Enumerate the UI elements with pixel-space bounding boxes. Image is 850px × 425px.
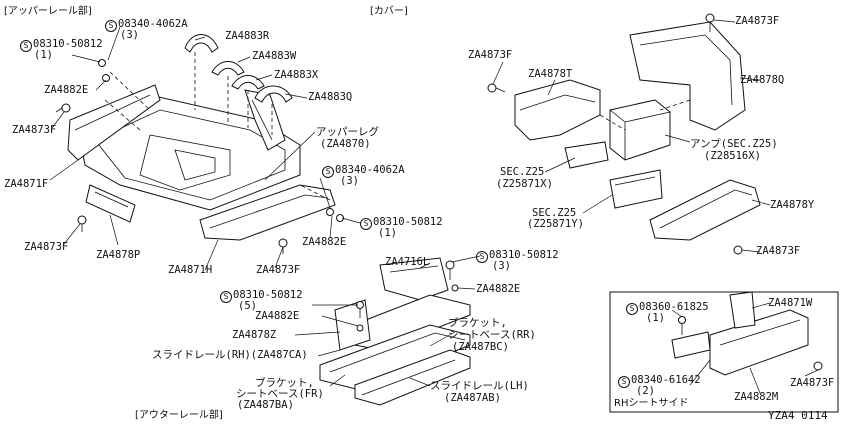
label-sec-z25-b: SEC.Z25 [532,207,577,219]
label-za4883w: ZA4883W [252,50,297,62]
screw-symbol-icon: S [105,20,117,32]
label-upper-leg-code: (ZA4870) [320,138,371,150]
screw-symbol-icon: S [322,166,334,178]
section-rh-seat-side: RHシートサイド [614,398,689,409]
label-za4878q: ZA4878Q [740,74,785,86]
label-bracket-fr-2: シートベース(FR) [236,388,324,400]
label-za4878t: ZA4878T [528,68,573,80]
section-cover: [カバー] [370,6,408,17]
label-qty: (5) [238,300,257,312]
section-outer-rail: [アウターレール部] [135,410,223,421]
label-za4873f-b: ZA4873F [24,241,69,253]
label-sec-z25-a: SEC.Z25 [500,166,545,178]
label-za4873f-e: ZA4873F [468,49,513,61]
label-za4878p: ZA4878P [96,249,141,261]
label-za4883x: ZA4883X [274,69,319,81]
label-za4873f-c: ZA4873F [256,264,301,276]
label-za4873f-a: ZA4873F [12,124,57,136]
label-qty: (1) [34,49,53,61]
label-amp: アンプ(SEC.Z25) [690,138,778,150]
label-za4871h: ZA4871H [168,264,213,276]
label-qty: (3) [120,29,139,41]
label-qty: (2) [636,385,655,397]
label-za4882e-a: ZA4882E [44,84,89,96]
label-qty: (1) [378,227,397,239]
label-za4882e-d: ZA4882E [255,310,300,322]
drawing-code: YZA4 0114 [768,409,828,422]
screw-symbol-icon: S [20,40,32,52]
label-qty: (3) [492,260,511,272]
section-upper-rail: [アッパーレール部] [4,6,92,17]
label-qty: (3) [340,175,359,187]
label-za4883r: ZA4883R [225,30,270,42]
label-za4716l: ZA4716L [385,256,430,268]
label-qty: (1) [646,312,665,324]
label-za4883q: ZA4883Q [308,91,353,103]
label-bracket-fr-code: (ZA487BA) [237,399,294,411]
label-za4873f-d: ZA4873F [735,15,780,27]
label-za4878y: ZA4878Y [770,199,815,211]
label-slide-rail-rh: スライドレール(RH)(ZA487CA) [152,349,308,361]
label-za4871w: ZA4871W [768,297,813,309]
screw-symbol-icon: S [626,303,638,315]
label-sec-z25-a-code: (Z25871X) [496,178,553,190]
screw-symbol-icon: S [476,251,488,263]
label-za4873f-g: ZA4873F [790,377,835,389]
label-za4878z: ZA4878Z [232,329,277,341]
label-za4871f: ZA4871F [4,178,49,190]
label-za4882e-b: ZA4882E [302,236,347,248]
label-slide-rail-lh: スライドレール(LH) [430,380,529,392]
screw-symbol-icon: S [618,376,630,388]
label-sec-z25-b-code: (Z25871Y) [527,218,584,230]
label-bracket-rr-code: (ZA487BC) [452,341,509,353]
label-upper-leg: アッパーレグ [316,126,379,138]
label-amp-code: (Z28516X) [704,150,761,162]
label-za4882e-c: ZA4882E [476,283,521,295]
label-za4882m: ZA4882M [734,391,779,403]
label-bracket-fr-1: ブラケット, [255,377,314,389]
screw-symbol-icon: S [220,291,232,303]
label-za4873f-f: ZA4873F [756,245,801,257]
label-bracket-rr-1: ブラケット, [448,317,507,329]
label-bracket-rr-2: シートベース(RR) [448,329,536,341]
screw-symbol-icon: S [360,218,372,230]
label-slide-rail-lh-code: (ZA487AB) [444,392,501,404]
